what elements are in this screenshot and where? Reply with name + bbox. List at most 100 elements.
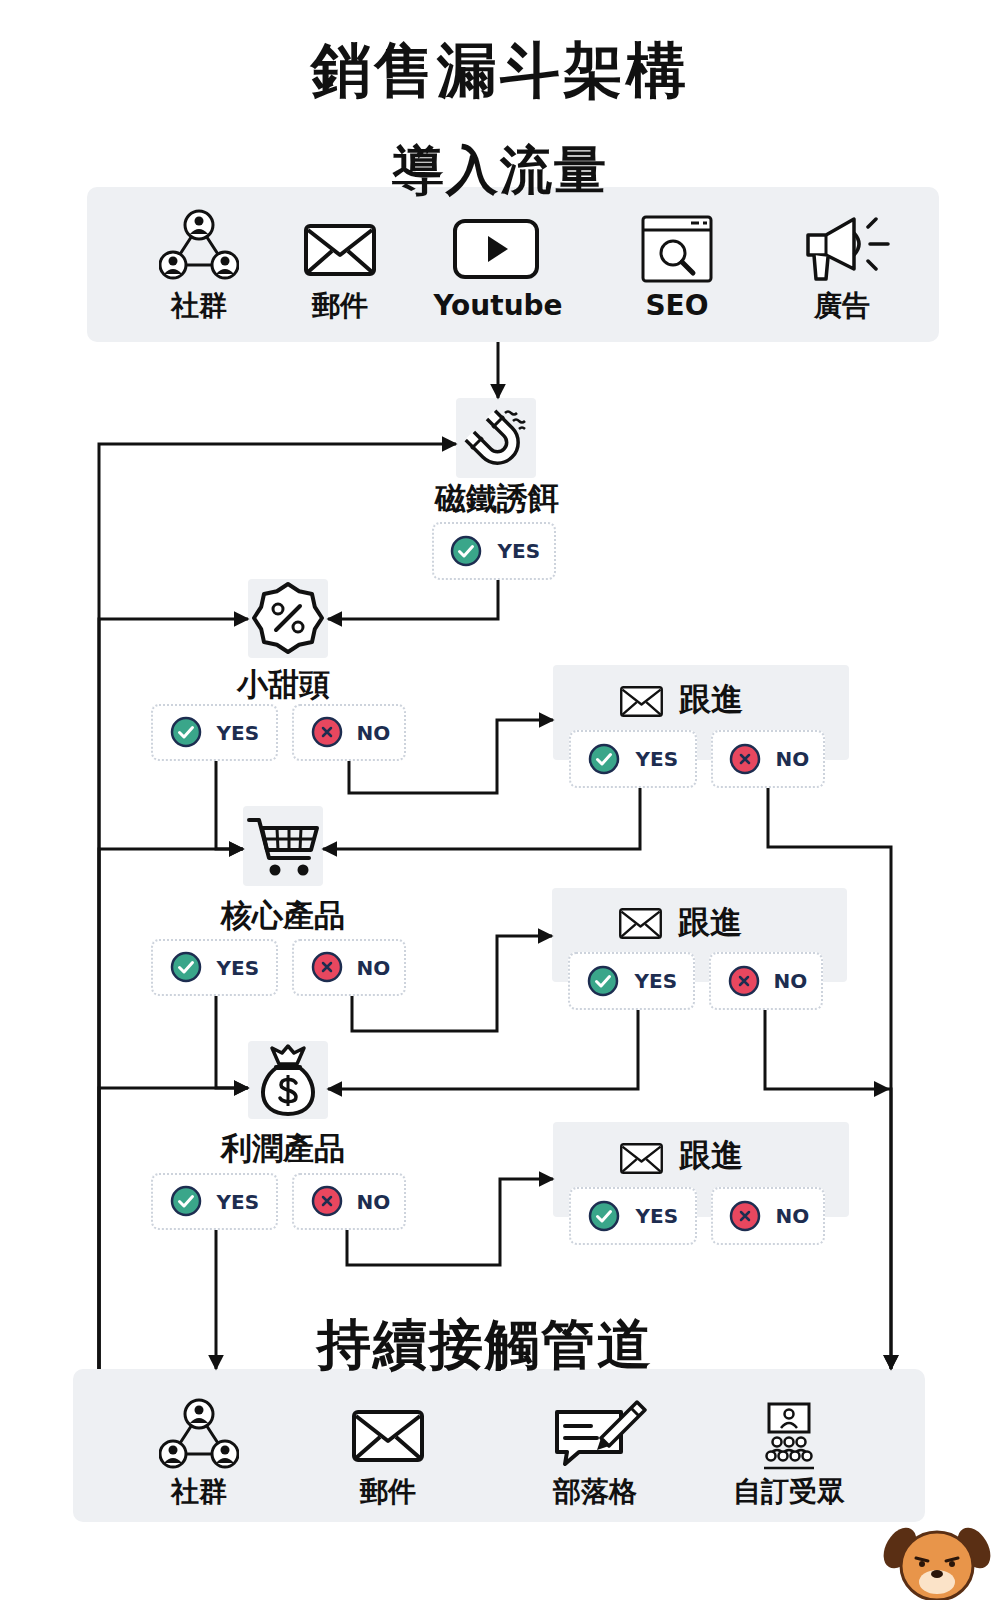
choice-chip: YES [151, 1173, 278, 1230]
no-icon [313, 718, 341, 746]
flow-arrow [216, 761, 243, 849]
yes-icon [589, 967, 617, 995]
money-bag-icon [263, 1046, 313, 1114]
choice-chip: NO [292, 939, 406, 996]
choice-label: YES [498, 541, 541, 561]
yes-icon [590, 745, 618, 773]
flow-arrow [216, 996, 248, 1088]
choice-label: NO [774, 971, 808, 991]
choice-chip: YES [569, 1187, 697, 1245]
flow-arrow [765, 1010, 891, 1369]
mail-icon [354, 1412, 422, 1460]
choice-label: YES [217, 958, 260, 978]
choice-label: YES [636, 1206, 679, 1226]
stage-box: 小甜頭 [248, 579, 328, 658]
flow-arrow [349, 720, 553, 793]
choice-chip: YES [568, 952, 695, 1010]
choice-label: YES [636, 749, 679, 769]
node-label: 利潤產品 [221, 1133, 345, 1164]
mail-icon [621, 687, 662, 716]
choice-label: YES [217, 1192, 260, 1212]
choice-label: NO [357, 958, 391, 978]
choice-label: NO [776, 1206, 810, 1226]
no-icon [313, 1187, 341, 1215]
choice-chip: NO [711, 1187, 825, 1245]
yes-icon [452, 537, 480, 565]
flow-arrow [99, 444, 456, 1369]
choice-chip: NO [709, 952, 823, 1010]
choice-label: NO [776, 749, 810, 769]
choice-label: YES [217, 723, 260, 743]
mail-icon [306, 226, 374, 274]
channel-label: 社群 [171, 292, 227, 320]
choice-chip: NO [292, 1173, 406, 1230]
flow-arrow [768, 788, 891, 1369]
community-icon [160, 211, 238, 278]
dog-mascot [877, 1522, 997, 1600]
flow-arrow [99, 1088, 248, 1369]
choice-label: NO [357, 1192, 391, 1212]
choice-chip: YES [151, 939, 278, 996]
magnet-icon [463, 408, 525, 469]
channel-label: 郵件 [312, 292, 368, 320]
channel-label: 部落格 [553, 1478, 637, 1506]
megaphone-icon [808, 219, 888, 279]
yes-icon [172, 718, 200, 746]
stage-box: 磁鐵誘餌 [456, 398, 536, 478]
node-label: 跟進 [678, 906, 742, 938]
node-label: 跟進 [679, 1139, 743, 1171]
channel-label: 自訂受眾 [733, 1478, 845, 1506]
choice-chip: NO [711, 730, 825, 788]
merge-arrowhead [874, 1081, 890, 1097]
flow-arrow [328, 1010, 638, 1089]
follow-up-box: 跟進YESNO [552, 888, 847, 982]
no-icon [731, 1202, 759, 1230]
choice-label: NO [357, 723, 391, 743]
page-title: 銷售漏斗架構 [311, 40, 689, 100]
choice-chip: YES [569, 730, 697, 788]
flow-arrow [99, 849, 243, 1369]
yes-icon [590, 1202, 618, 1230]
channel-label: 社群 [171, 1478, 227, 1506]
node-label: 核心產品 [221, 900, 345, 931]
channel-label: Youtube [433, 292, 562, 320]
yes-icon [172, 953, 200, 981]
choice-chip: YES [432, 522, 556, 580]
mail-icon [620, 909, 661, 938]
follow-up-box: 跟進YESNO [553, 665, 849, 760]
band-heading: 持續接觸管道 [317, 1318, 653, 1372]
video-icon [455, 221, 537, 277]
stage-box: 利潤產品 [248, 1041, 328, 1119]
discount-icon [254, 584, 322, 652]
no-icon [313, 953, 341, 981]
flow-arrow [328, 580, 498, 619]
choice-chip: YES [151, 704, 278, 761]
node-label: 磁鐵誘餌 [435, 483, 559, 514]
stage-box: 核心產品 [243, 806, 323, 886]
yes-icon [172, 1187, 200, 1215]
channel-label: SEO [645, 292, 708, 320]
mail-icon [621, 1144, 662, 1173]
node-label: 跟進 [679, 683, 743, 715]
no-icon [731, 745, 759, 773]
no-icon [730, 967, 758, 995]
channel-label: 廣告 [814, 292, 870, 320]
audience-icon [764, 1404, 814, 1468]
band-heading: 導入流量 [392, 144, 608, 196]
channel-label: 郵件 [360, 1478, 416, 1506]
choice-label: YES [635, 971, 678, 991]
flow-arrow [347, 1179, 553, 1265]
cart-icon [249, 820, 317, 876]
node-label: 小甜頭 [237, 669, 330, 700]
flow-arrow [497, 342, 500, 398]
blog-icon [557, 1402, 645, 1464]
community-icon [160, 1400, 238, 1467]
choice-chip: NO [292, 704, 406, 761]
flow-arrow [352, 936, 552, 1031]
search-icon [643, 217, 711, 281]
